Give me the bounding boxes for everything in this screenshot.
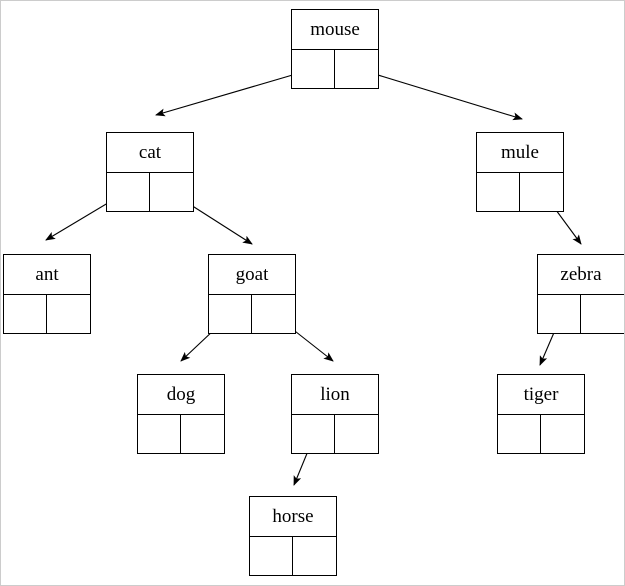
node-pointer-cells-ant [4,295,90,333]
node-pointer-cells-goat [209,295,295,333]
tree-node-tiger[interactable]: tiger [497,374,585,454]
node-pointer-cells-horse [250,537,336,575]
node-left-pointer-cat[interactable] [107,173,150,211]
tree-node-horse[interactable]: horse [249,496,337,576]
node-left-pointer-tiger[interactable] [498,415,541,453]
node-pointer-cells-dog [138,415,224,453]
node-label-mule: mule [477,133,563,173]
node-left-pointer-mule[interactable] [477,173,520,211]
node-label-horse: horse [250,497,336,537]
tree-node-mouse[interactable]: mouse [291,9,379,89]
node-left-pointer-mouse[interactable] [292,50,335,88]
node-pointer-cells-mouse [292,50,378,88]
node-left-pointer-dog[interactable] [138,415,181,453]
node-right-pointer-horse[interactable] [293,537,336,575]
node-left-pointer-lion[interactable] [292,415,335,453]
node-label-dog: dog [138,375,224,415]
node-left-pointer-horse[interactable] [250,537,293,575]
tree-edge-mouse-to-cat [155,68,314,117]
node-label-cat: cat [107,133,193,173]
node-label-goat: goat [209,255,295,295]
node-pointer-cells-cat [107,173,193,211]
node-right-pointer-ant[interactable] [47,295,90,333]
node-pointer-cells-lion [292,415,378,453]
tree-node-dog[interactable]: dog [137,374,225,454]
tree-edge-mouse-to-mule [354,67,523,121]
tree-node-ant[interactable]: ant [3,254,91,334]
tree-node-mule[interactable]: mule [476,132,564,212]
node-label-lion: lion [292,375,378,415]
node-pointer-cells-tiger [498,415,584,453]
node-pointer-cells-zebra [538,295,624,333]
node-right-pointer-goat[interactable] [252,295,295,333]
tree-node-lion[interactable]: lion [291,374,379,454]
tree-node-zebra[interactable]: zebra [537,254,624,334]
node-label-zebra: zebra [538,255,624,295]
node-right-pointer-cat[interactable] [150,173,193,211]
node-right-pointer-dog[interactable] [181,415,224,453]
node-pointer-cells-mule [477,173,563,211]
tree-node-cat[interactable]: cat [106,132,194,212]
node-right-pointer-zebra[interactable] [581,295,624,333]
tree-node-goat[interactable]: goat [208,254,296,334]
node-left-pointer-goat[interactable] [209,295,252,333]
node-label-tiger: tiger [498,375,584,415]
node-right-pointer-mouse[interactable] [335,50,378,88]
node-label-mouse: mouse [292,10,378,50]
node-left-pointer-zebra[interactable] [538,295,581,333]
node-right-pointer-mule[interactable] [520,173,563,211]
node-left-pointer-ant[interactable] [4,295,47,333]
node-right-pointer-tiger[interactable] [541,415,584,453]
node-right-pointer-lion[interactable] [335,415,378,453]
node-label-ant: ant [4,255,90,295]
